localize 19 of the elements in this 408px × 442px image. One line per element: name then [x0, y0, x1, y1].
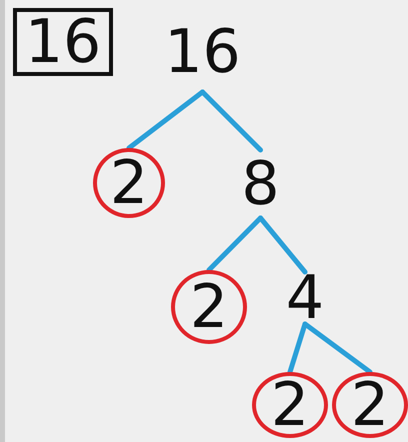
branch-line — [126, 90, 205, 150]
prime-circle — [171, 270, 247, 344]
number-label: 2 — [190, 277, 228, 337]
branch-line — [302, 322, 372, 374]
branch-line — [206, 216, 263, 272]
number-label: 16 — [164, 22, 241, 82]
number-label: 16 — [24, 12, 102, 72]
number-label: 4 — [286, 268, 324, 328]
prime-circle — [93, 148, 165, 218]
framed-number-box — [13, 8, 113, 76]
prime-circle — [252, 372, 328, 438]
number-label: 2 — [270, 375, 310, 435]
number-label: 2 — [110, 153, 148, 213]
branch-line — [200, 90, 263, 152]
branch-line — [258, 216, 308, 274]
branch-line — [288, 322, 308, 374]
prime-circle — [332, 372, 408, 438]
number-label: 2 — [350, 375, 390, 435]
number-label: 8 — [241, 154, 280, 214]
